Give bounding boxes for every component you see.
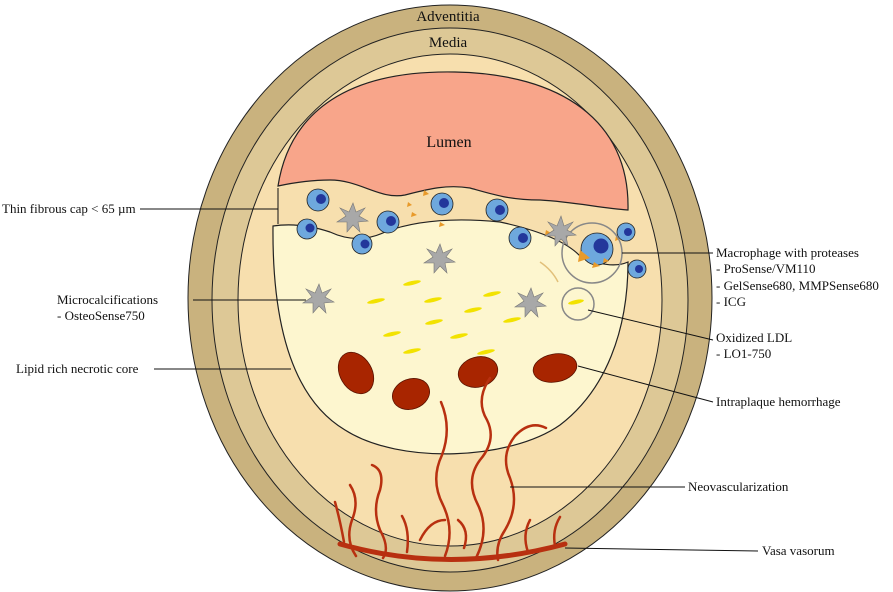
macrophage-cell xyxy=(296,218,318,240)
oxldl-label: Oxidized LDL xyxy=(716,330,792,345)
microcalc-probe-label: - OsteoSense750 xyxy=(57,308,145,323)
calcification xyxy=(514,287,547,318)
macrophage-probe-3: - ICG xyxy=(716,294,746,309)
vasa-leader xyxy=(564,547,759,552)
lumen xyxy=(277,71,629,211)
oxldl-leader xyxy=(587,309,714,341)
macrophage-cell xyxy=(485,198,509,222)
macrophage-cell xyxy=(376,210,400,234)
media-label: Media xyxy=(429,35,468,51)
oxidized-ldl-highlight xyxy=(561,287,595,321)
calcification xyxy=(302,283,335,314)
lumen-label: Lumen xyxy=(426,134,471,151)
necrotic-core-label: Lipid rich necrotic core xyxy=(16,361,139,376)
calcification xyxy=(336,202,369,233)
adventitia-label: Adventitia xyxy=(416,9,480,25)
red-blood-cell xyxy=(337,351,375,395)
microcalc-label: Microcalcifications xyxy=(57,292,158,307)
macrophage-label: Macrophage with proteases xyxy=(716,245,859,260)
vasa-vasorum-label: Vasa vasorum xyxy=(762,543,835,558)
macrophage-cell xyxy=(508,226,532,250)
neovessels xyxy=(333,376,562,562)
curved-fiber xyxy=(539,261,559,283)
oxidized-ldl-particles xyxy=(367,280,584,355)
microcalcifications xyxy=(302,202,577,318)
calcification xyxy=(544,215,577,247)
hemorrhage-label: Intraplaque hemorrhage xyxy=(716,394,841,409)
macrophage-probe-1: - ProSense/VM110 xyxy=(716,261,816,276)
macrophage-probe-2: - GelSense680, MMPSense680 xyxy=(716,278,879,293)
oxldl-probe-label: - LO1-750 xyxy=(716,346,771,361)
fibrous-cap-label: Thin fibrous cap < 65 µm xyxy=(2,201,136,216)
vasa-vasorum xyxy=(337,541,568,562)
macrophage-cell xyxy=(351,233,373,255)
macrophage-cell xyxy=(627,259,647,279)
neovascularization-label: Neovascularization xyxy=(688,479,789,494)
macrophage-cell xyxy=(430,192,454,216)
calcification xyxy=(423,243,456,274)
necrotic-core xyxy=(272,219,629,455)
hemorrhage-leader xyxy=(577,365,714,403)
macrophage-cell xyxy=(616,222,636,242)
protease-markers xyxy=(407,190,620,241)
red-blood-cell xyxy=(532,353,578,383)
macrophage-cells xyxy=(296,188,647,279)
red-blood-cell xyxy=(392,378,430,410)
macrophage-cell xyxy=(306,188,330,212)
